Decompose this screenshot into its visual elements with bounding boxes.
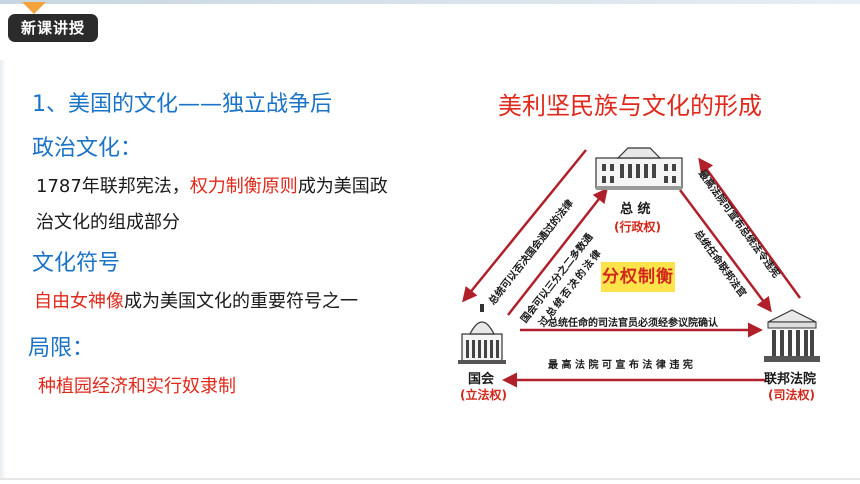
politics-line-1: 1787年联邦宪法，权力制衡原则成为美国政 — [36, 172, 388, 198]
politics-post: 成为美国政 — [297, 176, 388, 197]
arrow-right-outer — [698, 157, 802, 299]
white-house-icon — [595, 147, 683, 190]
node-court-label: 联邦法院 — [764, 372, 817, 387]
arrow-left-inner — [507, 187, 608, 316]
center-label: 分权制衡 — [601, 262, 675, 292]
arrow-right-inner — [679, 189, 772, 313]
section-limit: 局限： — [28, 336, 95, 361]
politics-pre: 1787年联邦宪法， — [36, 176, 190, 197]
node-congress-label: 国会 — [468, 372, 495, 387]
arrow-left-outer — [462, 149, 587, 303]
section-politics: 政治文化： — [32, 136, 143, 161]
symbol-red: 自由女神像 — [34, 291, 124, 312]
diagram-title: 美利坚民族与文化的形成 — [498, 92, 762, 120]
top-rule — [0, 0, 860, 4]
bottom-rule — [0, 478, 860, 480]
section-symbol: 文化符号 — [32, 251, 121, 276]
corner-marker — [22, 2, 46, 14]
node-court-sub: (司法权) — [768, 388, 815, 402]
court-icon — [764, 309, 820, 362]
politics-line-2: 治文化的组成部分 — [36, 212, 180, 233]
heading: 1、美国的文化——独立战争后 — [32, 92, 332, 117]
edge-label-bottom-top: 总统任命的司法官员必须经参议院确认 — [548, 318, 718, 329]
symbol-post: 成为美国文化的重要符号之一 — [124, 291, 358, 312]
limit-text: 种植园经济和实行奴隶制 — [38, 376, 236, 397]
node-president-sub: (行政权) — [614, 220, 661, 234]
politics-red: 权力制衡原则 — [189, 176, 298, 197]
capitol-icon — [458, 304, 506, 364]
symbol-line: 自由女神像成为美国文化的重要符号之一 — [34, 287, 358, 313]
section-badge: 新课讲授 — [8, 14, 98, 42]
node-president-label: 总 统 — [620, 202, 651, 217]
side-shadow — [0, 60, 6, 480]
node-congress-sub: (立法权) — [460, 388, 507, 402]
edge-label-bottom-bottom: 最 高 法 院 可 宣 布 法 律 违 宪 — [548, 360, 693, 371]
